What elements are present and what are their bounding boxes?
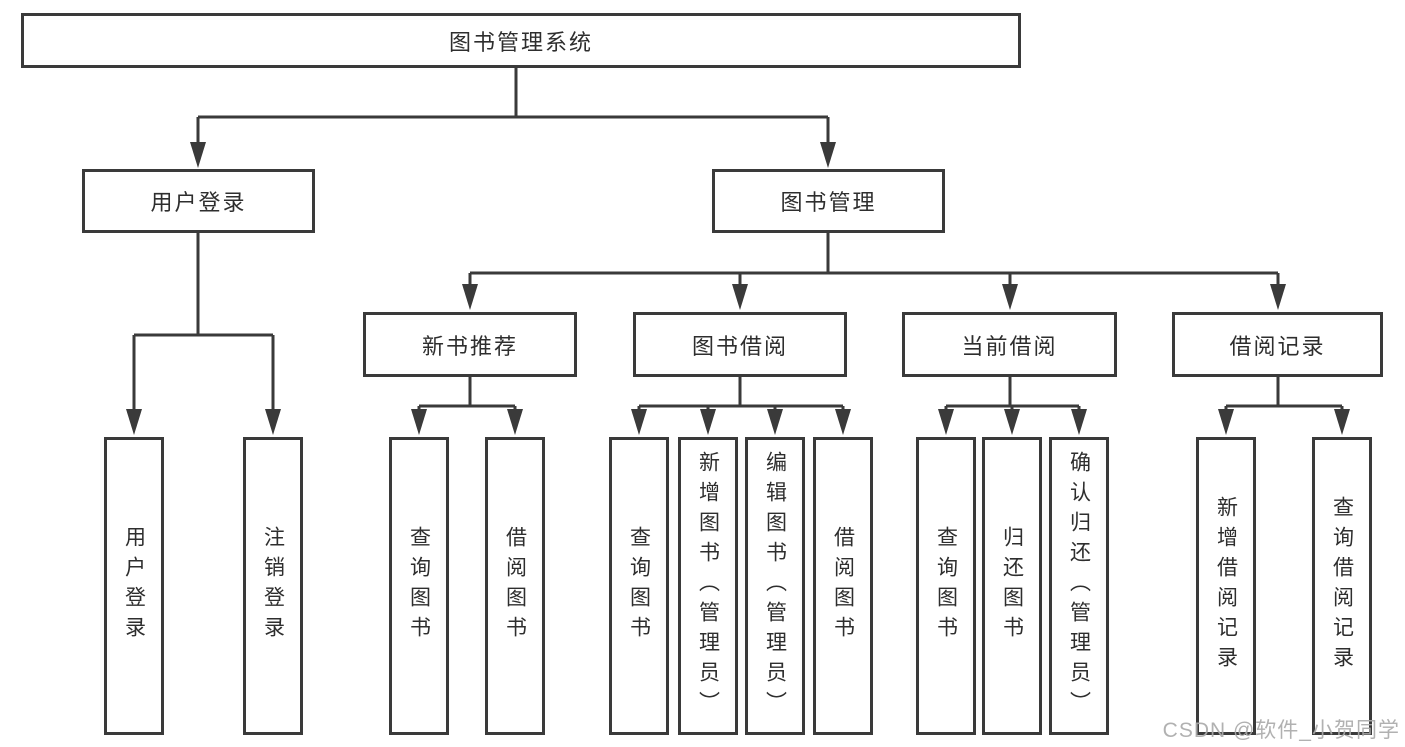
node-current-borrow: 当前借阅 [902,312,1117,377]
leaf-query-borrow-record: 查询借阅记录 [1312,437,1372,735]
leaf-label: 查询图书 [407,526,431,646]
node-book-management: 图书管理 [712,169,945,233]
leaf-borrow-books: 借阅图书 [813,437,873,735]
node-new-book-recommend: 新书推荐 [363,312,577,377]
node-user-login: 用户登录 [82,169,315,233]
leaf-label: 归还图书 [1000,526,1024,646]
leaf-label: 查询图书 [627,526,651,646]
leaf-edit-books-admin: 编辑图书（管理员） [745,437,805,735]
node-root: 图书管理系统 [21,13,1021,68]
leaf-query-books-current: 查询图书 [916,437,976,735]
leaf-label: 新增借阅记录 [1214,496,1238,676]
leaf-borrow-books-recommend: 借阅图书 [485,437,545,735]
csdn-watermark: CSDN @软件_小贺同学 [1162,719,1400,742]
leaf-label: 新增图书（管理员） [696,451,720,721]
leaf-label: 用户登录 [122,526,146,646]
leaf-label: 查询借阅记录 [1330,496,1354,676]
leaf-add-books-admin: 新增图书（管理员） [678,437,738,735]
leaf-label: 编辑图书（管理员） [763,451,787,721]
leaf-label: 借阅图书 [831,526,855,646]
node-borrow-record: 借阅记录 [1172,312,1383,377]
leaf-query-books-borrow: 查询图书 [609,437,669,735]
leaf-label: 确认归还（管理员） [1067,451,1091,721]
leaf-return-books: 归还图书 [982,437,1042,735]
leaf-label: 借阅图书 [503,526,527,646]
leaf-add-borrow-record: 新增借阅记录 [1196,437,1256,735]
arrowheads [126,142,1350,435]
leaf-confirm-return-admin: 确认归还（管理员） [1049,437,1109,735]
leaf-user-login: 用户登录 [104,437,164,735]
leaf-logout: 注销登录 [243,437,303,735]
leaf-label: 注销登录 [261,526,285,646]
node-book-borrow: 图书借阅 [633,312,847,377]
leaf-label: 查询图书 [934,526,958,646]
leaf-query-books-recommend: 查询图书 [389,437,449,735]
